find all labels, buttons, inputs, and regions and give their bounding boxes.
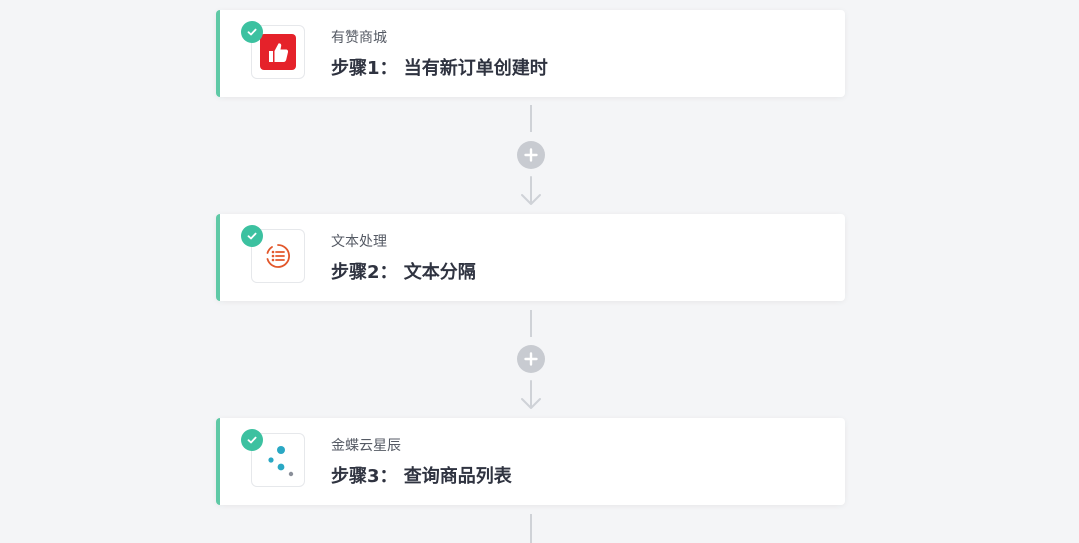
app-name: 文本处理 <box>331 234 387 250</box>
check-icon <box>241 21 263 43</box>
check-icon <box>241 225 263 247</box>
youzan-thumbs-up-icon <box>251 25 305 79</box>
text-processing-list-icon <box>251 229 305 283</box>
check-icon <box>241 429 263 451</box>
step-card-1[interactable]: 有赞商城 步骤1： 当有新订单创建时 <box>216 10 845 97</box>
app-name: 金蝶云星辰 <box>331 438 401 454</box>
connector-line <box>530 105 532 132</box>
arrow-down-icon <box>521 380 541 409</box>
step-card-2[interactable]: 文本处理 步骤2： 文本分隔 <box>216 214 845 301</box>
step-title: 步骤2： 文本分隔 <box>331 262 476 283</box>
connector-line <box>530 514 532 543</box>
add-step-button[interactable] <box>517 141 545 169</box>
plus-icon <box>524 352 538 366</box>
step-title: 步骤3： 查询商品列表 <box>331 466 512 487</box>
connector-line <box>530 310 532 337</box>
arrow-down-icon <box>521 176 541 205</box>
add-step-button[interactable] <box>517 345 545 373</box>
app-name: 有赞商城 <box>331 30 387 46</box>
plus-icon <box>524 148 538 162</box>
step-card-3[interactable]: 金蝶云星辰 步骤3： 查询商品列表 <box>216 418 845 505</box>
step-title: 步骤1： 当有新订单创建时 <box>331 58 548 79</box>
